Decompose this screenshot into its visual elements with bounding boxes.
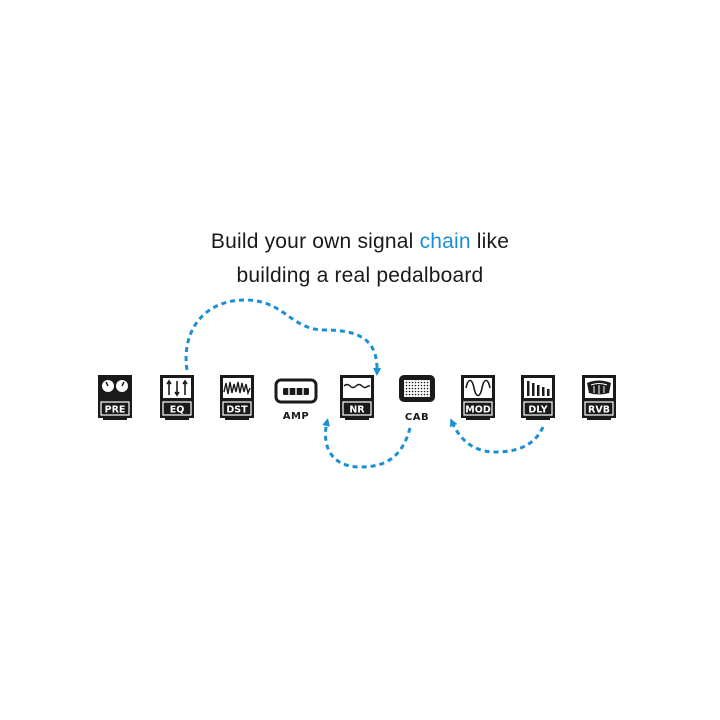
module-pre[interactable]: PRE — [98, 375, 132, 420]
knobs-icon — [102, 380, 128, 392]
module-nr[interactable]: NR — [340, 375, 374, 420]
headline-accent-word: chain — [419, 230, 471, 253]
module-cab[interactable]: CAB — [399, 375, 435, 423]
route-arrow-cab-to-nr — [322, 418, 412, 469]
module-label-pre: PRE — [105, 405, 126, 416]
module-eq[interactable]: EQ — [160, 375, 194, 420]
module-label-dst: DST — [226, 405, 248, 416]
speaker-cabinet-icon — [399, 375, 435, 402]
sliders-icon — [166, 379, 188, 397]
noise-wave-icon — [343, 383, 370, 389]
headline-line-1: Build your own signal chain like — [0, 230, 720, 254]
delay-bars-icon — [527, 381, 550, 396]
route-arrow-dly-to-mod — [449, 418, 545, 454]
waveform-icon — [223, 381, 251, 396]
module-label-mod: MOD — [465, 405, 491, 416]
headline-text-pre: Build your own signal — [210, 230, 420, 253]
module-mod[interactable]: MOD — [461, 375, 495, 420]
module-label-cab: CAB — [405, 412, 429, 423]
headline-text-post: like — [470, 230, 510, 253]
module-dst[interactable]: DST — [220, 375, 254, 420]
module-label-dly: DLY — [528, 405, 547, 416]
module-dly[interactable]: DLY — [521, 375, 555, 420]
module-label-rvb: RVB — [588, 405, 610, 416]
module-label-nr: NR — [349, 405, 365, 416]
sine-wave-icon — [465, 379, 491, 397]
module-label-amp: AMP — [283, 411, 310, 422]
headline-line-2: building a real pedalboard — [236, 264, 484, 287]
module-label-eq: EQ — [170, 405, 185, 416]
reverb-tank-icon — [587, 380, 611, 395]
route-arrow-eq-to-nr — [184, 298, 382, 376]
amp-head-icon — [274, 378, 318, 404]
module-amp[interactable]: AMP — [274, 378, 318, 422]
module-rvb[interactable]: RVB — [582, 375, 616, 420]
